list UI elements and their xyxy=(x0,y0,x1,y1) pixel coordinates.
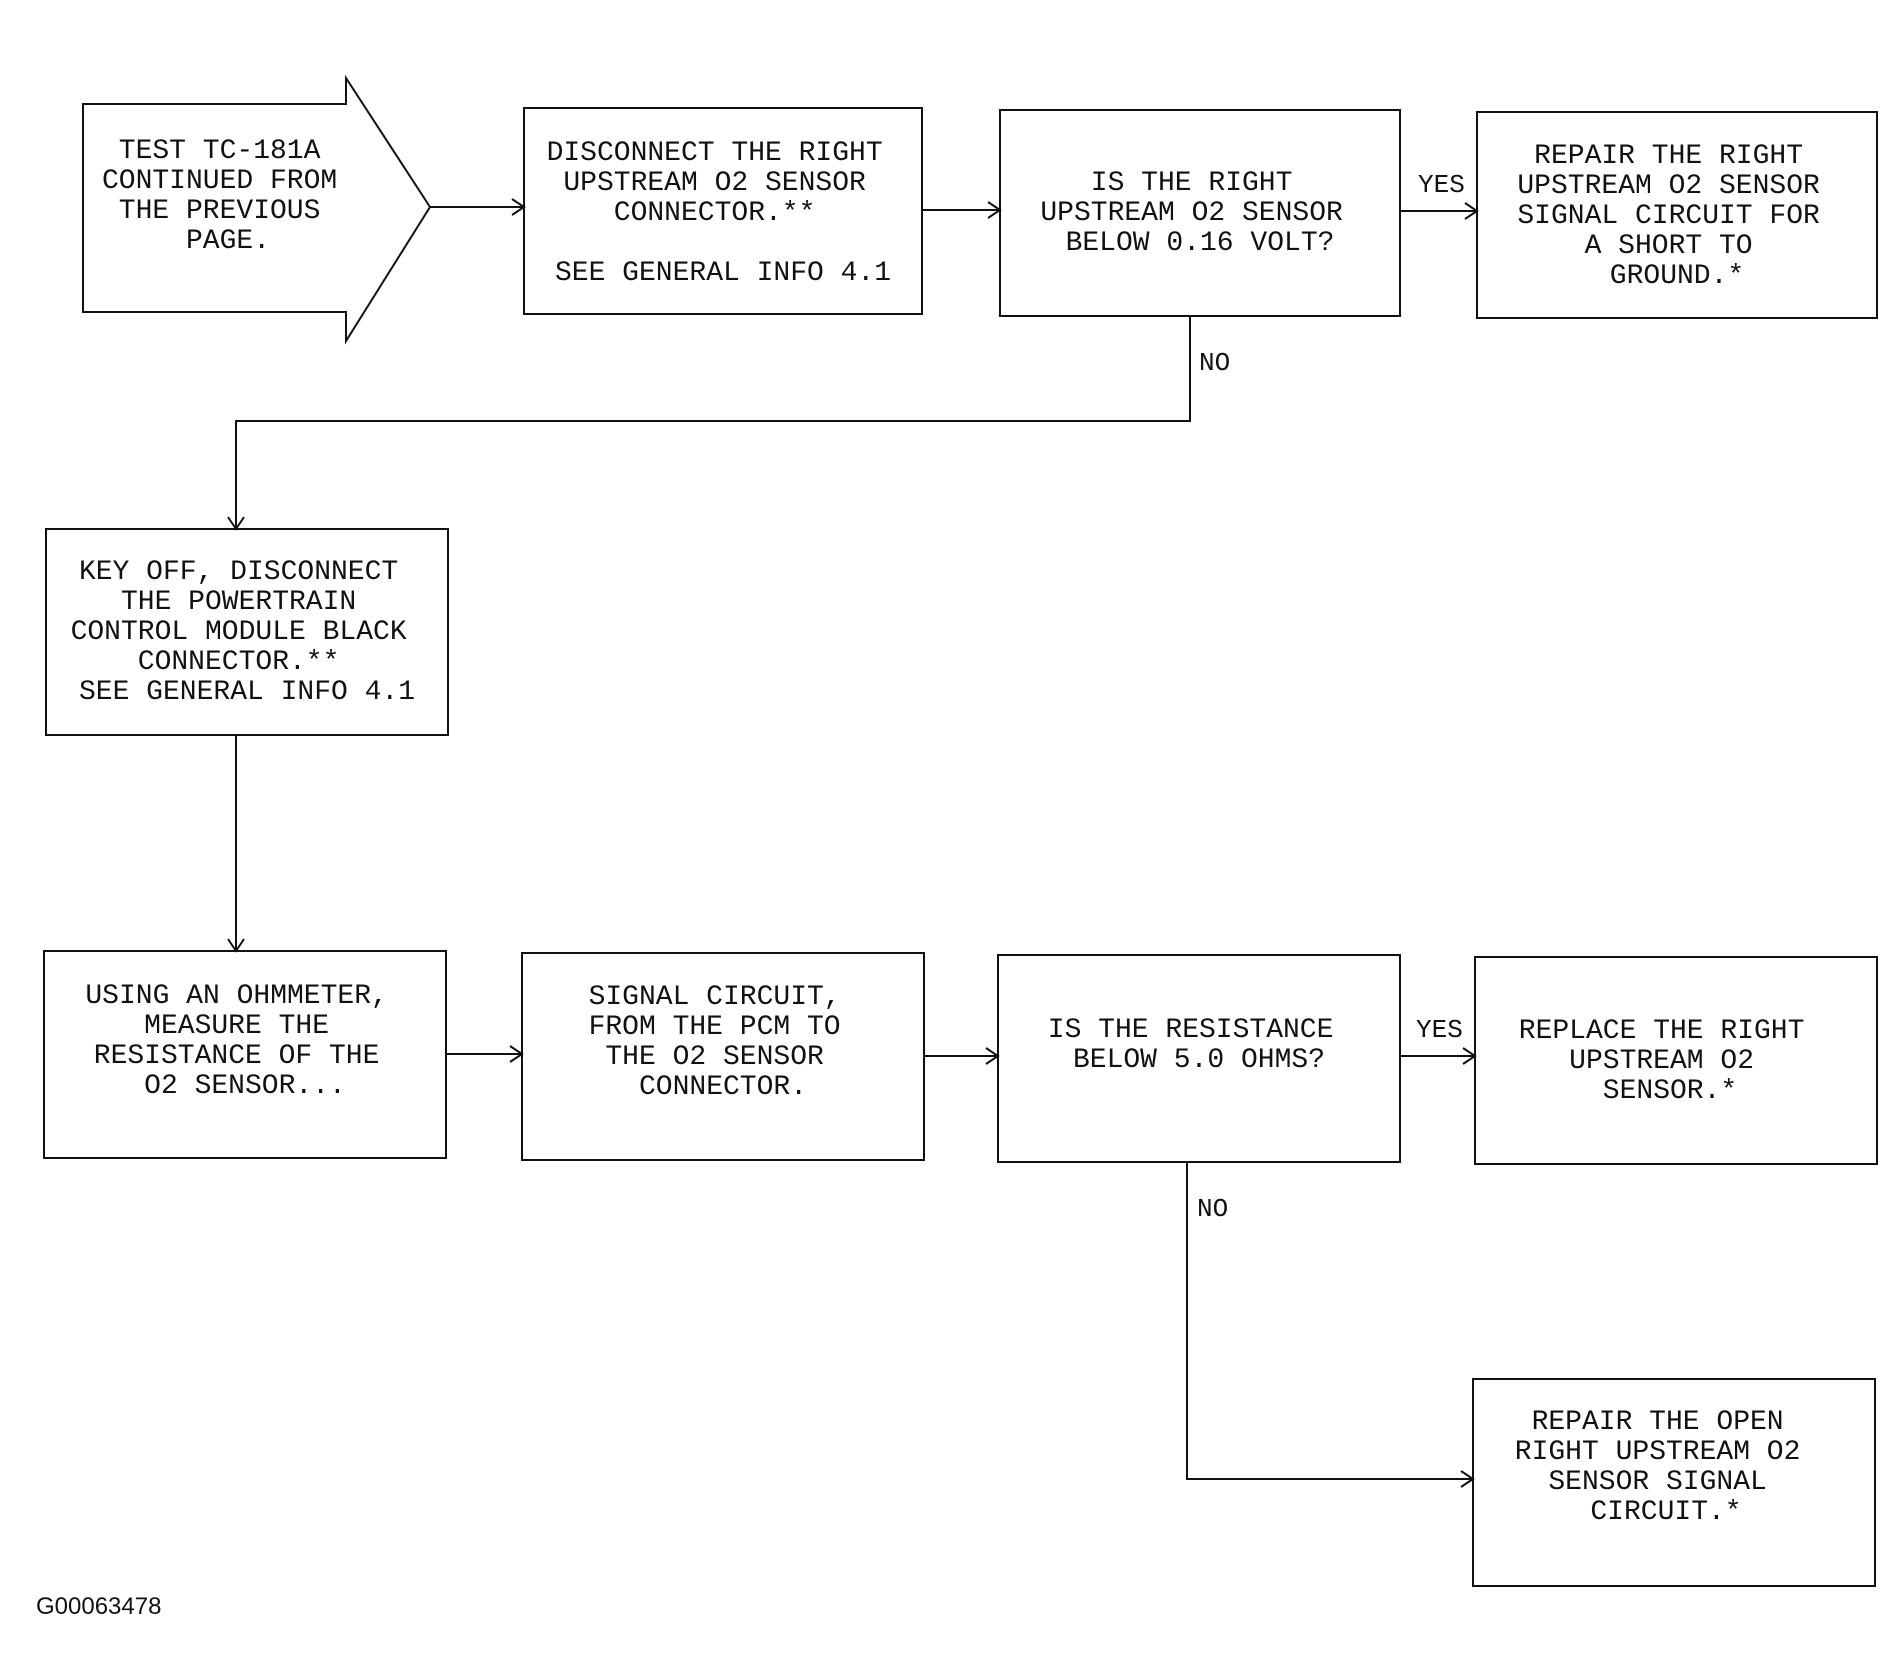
start-text: TEST TC-181A CONTINUED FROM THE PREVIOUS… xyxy=(102,136,354,257)
decision-resistance-text: IS THE RESISTANCE BELOW 5.0 OHMS? xyxy=(1048,1015,1350,1076)
connector-resistance-no xyxy=(1186,1162,1473,1480)
start-line: THE PREVIOUS xyxy=(119,196,321,227)
arrowhead xyxy=(985,1047,1000,1065)
decision-voltage-text: IS THE RIGHT UPSTREAM O2 SENSOR BELOW 0.… xyxy=(1040,168,1359,259)
connector-voltage-no xyxy=(235,316,1191,529)
step-disconnect-pcm-text: KEY OFF, DISCONNECT THE POWERTRAIN CONTR… xyxy=(71,557,424,708)
step-ohmmeter-box xyxy=(43,950,447,1159)
replace-sensor-text: REPLACE THE RIGHT UPSTREAM O2 SENSOR.* xyxy=(1519,1016,1821,1107)
arrowhead xyxy=(1464,202,1479,220)
label-no-resistance: NO xyxy=(1197,1194,1228,1224)
repair-short-text: REPAIR THE RIGHT UPSTREAM O2 SENSOR SIGN… xyxy=(1517,141,1836,292)
repair-open-box xyxy=(1472,1378,1876,1587)
arrowhead xyxy=(1460,1470,1475,1488)
step-signal-circuit-box xyxy=(521,952,925,1161)
label-no-voltage: NO xyxy=(1199,348,1230,378)
arrowhead xyxy=(227,516,245,531)
step-disconnect-sensor-text: DISCONNECT THE RIGHT UPSTREAM O2 SENSOR … xyxy=(547,138,900,289)
arrowhead xyxy=(509,1045,524,1063)
label-yes-resistance: YES xyxy=(1416,1015,1463,1045)
step-disconnect-sensor-box xyxy=(523,107,923,315)
arrowhead xyxy=(227,938,245,953)
step-ohmmeter-text: USING AN OHMMETER, MEASURE THE RESISTANC… xyxy=(85,981,404,1102)
label-yes-voltage: YES xyxy=(1418,170,1465,200)
arrowhead xyxy=(511,198,526,216)
decision-voltage-box xyxy=(999,109,1401,317)
start-line: TEST TC-181A xyxy=(119,136,321,167)
start-arrow-shape xyxy=(82,74,432,345)
step-disconnect-pcm-box xyxy=(45,528,449,736)
replace-sensor-box xyxy=(1474,956,1878,1165)
arrowhead xyxy=(987,201,1002,219)
start-line: PAGE. xyxy=(186,226,270,257)
start-line: CONTINUED FROM xyxy=(102,166,337,197)
repair-short-box xyxy=(1476,111,1878,319)
step-signal-circuit-text: SIGNAL CIRCUIT, FROM THE PCM TO THE O2 S… xyxy=(589,982,858,1103)
arrowhead xyxy=(1462,1047,1477,1065)
repair-open-text: REPAIR THE OPEN RIGHT UPSTREAM O2 SENSOR… xyxy=(1515,1407,1817,1528)
decision-resistance-box xyxy=(997,954,1401,1163)
figure-id: G00063478 xyxy=(36,1593,161,1620)
